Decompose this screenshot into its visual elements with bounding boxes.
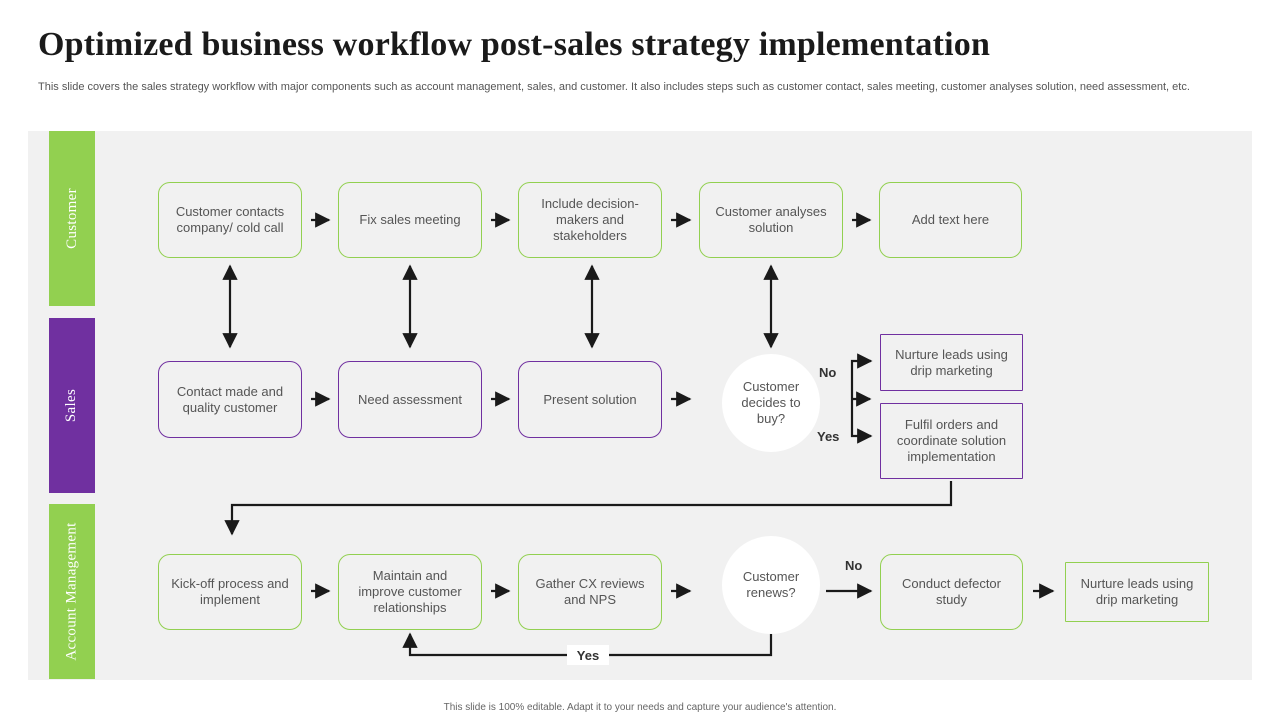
step-nurture-leads-sales-text: Nurture leads using drip marketing <box>895 346 1008 378</box>
decision-customer-decides-text: Customer decides to buy? <box>741 379 801 426</box>
decision-customer-renews-text: Customer renews? <box>742 569 800 600</box>
step-customer-analyses-text: Customer analyses solution <box>715 204 827 235</box>
step-add-text[interactable]: Add text here <box>879 182 1022 258</box>
lane-account-management-label: Account Management <box>63 522 80 661</box>
lane-customer-label: Customer <box>63 188 80 249</box>
step-customer-contacts-text: Customer contacts company/ cold call <box>175 204 285 235</box>
label-decides-no: No <box>819 365 837 380</box>
step-gather-cx-text: Gather CX reviews and NPS <box>535 576 645 607</box>
step-present-solution[interactable]: Present solution <box>518 361 662 438</box>
step-include-decision-makers[interactable]: Include decision-makers and stakeholders <box>518 182 662 258</box>
lane-account-management: Account Management <box>49 504 95 679</box>
step-nurture-leads-account-text: Nurture leads using drip marketing <box>1080 576 1194 607</box>
step-gather-cx[interactable]: Gather CX reviews and NPS <box>518 554 662 630</box>
step-kickoff-text: Kick-off process and implement <box>171 576 289 607</box>
step-contact-made[interactable]: Contact made and quality customer <box>158 361 302 438</box>
lane-customer: Customer <box>49 131 95 306</box>
step-customer-analyses[interactable]: Customer analyses solution <box>699 182 843 258</box>
step-add-text-text: Add text here <box>911 212 990 227</box>
step-nurture-leads-sales[interactable]: Nurture leads using drip marketing <box>880 334 1023 391</box>
decision-customer-decides[interactable]: Customer decides to buy? <box>722 354 820 452</box>
step-need-assessment-text: Need assessment <box>357 391 463 407</box>
label-decides-yes: Yes <box>817 429 840 444</box>
step-defector-study-text: Conduct defector study <box>901 576 1001 607</box>
step-maintain-relationships-text: Maintain and improve customer relationsh… <box>358 568 462 615</box>
label-renews-no: No <box>845 558 863 573</box>
step-contact-made-text: Contact made and quality customer <box>176 383 284 415</box>
step-fulfil-orders[interactable]: Fulfil orders and coordinate solution im… <box>880 403 1023 479</box>
step-need-assessment[interactable]: Need assessment <box>338 361 482 438</box>
lane-sales: Sales <box>49 318 95 493</box>
step-present-solution-text: Present solution <box>543 391 637 407</box>
step-kickoff[interactable]: Kick-off process and implement <box>158 554 302 630</box>
step-nurture-leads-account[interactable]: Nurture leads using drip marketing <box>1065 562 1209 622</box>
step-fix-sales-meeting-text: Fix sales meeting <box>359 212 461 227</box>
slide-title: Optimized business workflow post-sales s… <box>38 26 991 63</box>
slide-subtitle: This slide covers the sales strategy wor… <box>38 81 1190 93</box>
label-renews-yes: Yes <box>567 645 609 665</box>
step-fix-sales-meeting[interactable]: Fix sales meeting <box>338 182 482 258</box>
step-fulfil-orders-text: Fulfil orders and coordinate solution im… <box>896 417 1007 464</box>
step-defector-study[interactable]: Conduct defector study <box>880 554 1023 630</box>
decision-customer-renews[interactable]: Customer renews? <box>722 536 820 634</box>
lane-sales-label: Sales <box>63 388 80 423</box>
step-maintain-relationships[interactable]: Maintain and improve customer relationsh… <box>338 554 482 630</box>
step-customer-contacts[interactable]: Customer contacts company/ cold call <box>158 182 302 258</box>
slide-footer: This slide is 100% editable. Adapt it to… <box>443 702 837 713</box>
step-include-decision-makers-text: Include decision-makers and stakeholders <box>541 196 639 243</box>
